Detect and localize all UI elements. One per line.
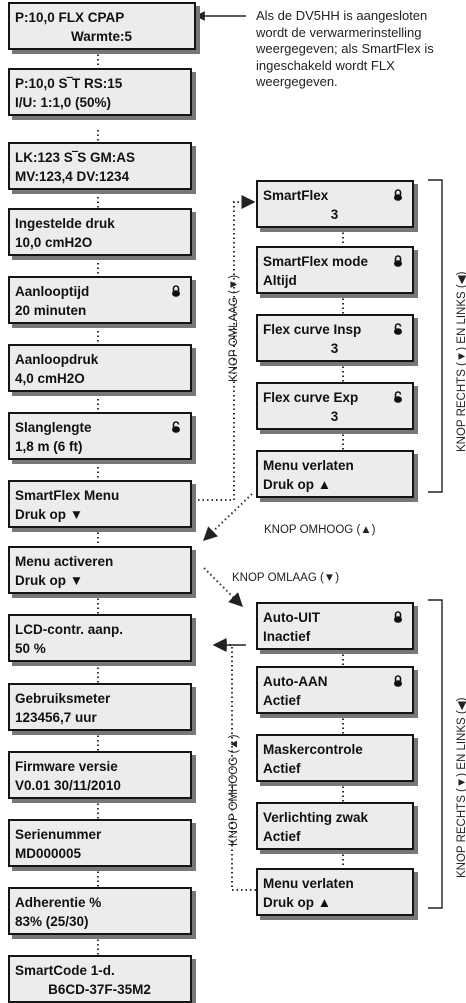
unlock-icon xyxy=(172,421,180,433)
lcd-line-2: MV:123,4 DV:1234 xyxy=(15,169,130,184)
lcd-line-2: B6CD-37F-35M2 xyxy=(48,982,151,997)
settings-screen: Auto-UIT Inactief xyxy=(256,602,414,650)
dotted-connectors xyxy=(97,50,344,955)
lcd-line-2: 4,0 cmH2O xyxy=(15,371,85,386)
lcd-line-1: Maskercontrole xyxy=(263,742,363,757)
lcd-line-1: Ingestelde druk xyxy=(15,216,115,231)
solid-connectors xyxy=(195,11,443,909)
lcd-line-2: 3 xyxy=(330,409,339,424)
lcd-line-2: Actief xyxy=(263,761,301,776)
smartflex-screen: Flex curve Exp 3 xyxy=(256,382,414,430)
lcd-line-2: Druk op ▼ xyxy=(15,507,84,522)
lcd-line-2: Warmte:5 xyxy=(70,29,132,44)
menu-screen: Aanlooptijd 20 minuten xyxy=(8,276,192,324)
knop-rechts-links-vertical-label-1: KNOP RECHTS (▼) EN LINKS (◀) xyxy=(456,271,466,452)
knop-rechts-links-vertical-label-2: KNOP RECHTS (▼) EN LINKS (◀) xyxy=(456,697,466,878)
menu-screen: Slanglengte 1,8 m (6 ft) xyxy=(8,412,192,460)
lock-icon xyxy=(394,255,402,267)
lock-icon xyxy=(394,675,402,687)
lcd-line-2: 3 xyxy=(330,207,339,222)
menu-screen: Ingestelde druk 10,0 cmH2O xyxy=(8,208,192,256)
lcd-line-1: Aanloopdruk xyxy=(15,352,99,367)
unlock-icon xyxy=(394,323,402,335)
lcd-line-1: LCD-contr. aanp. xyxy=(15,622,124,637)
lcd-line-2: 10,0 cmH2O xyxy=(15,235,93,250)
lcd-line-1: Adherentie % xyxy=(15,895,102,910)
menu-screen: LCD-contr. aanp. 50 % xyxy=(8,614,192,662)
lcd-line-2: 50 % xyxy=(15,641,46,656)
lcd-line-1: Gebruiksmeter xyxy=(15,691,111,706)
lcd-line-1: Flex curve Insp xyxy=(263,322,362,337)
lcd-line-2: Inactief xyxy=(263,629,311,644)
lcd-line-2: Druk op ▲ xyxy=(263,477,332,492)
lock-icon xyxy=(394,189,402,201)
lcd-line-1: LK:123 S‾S GM:AS xyxy=(15,150,136,165)
knop-omlaag-label: KNOP OMLAAG (▼) xyxy=(232,572,340,584)
lcd-line-2: Altijd xyxy=(263,273,297,288)
menu-screen: Gebruiksmeter 123456,7 uur xyxy=(8,683,192,731)
lcd-line-1: SmartCode 1-d. xyxy=(15,963,115,978)
lcd-line-2: 20 minuten xyxy=(15,303,87,318)
lcd-line-1: Slanglengte xyxy=(15,420,92,435)
knop-omlaag-vertical-label: KNOP OMLAAG (▼) xyxy=(228,274,240,382)
lcd-line-1: Firmware versie xyxy=(15,759,118,774)
lcd-line-1: SmartFlex Menu xyxy=(15,488,120,503)
unlock-icon xyxy=(394,391,402,403)
lcd-line-1: Verlichting zwak xyxy=(263,810,369,825)
menu-screen: LK:123 S‾S GM:AS MV:123,4 DV:1234 xyxy=(8,142,192,190)
lcd-line-1: Auto-UIT xyxy=(263,610,320,625)
lcd-line-1: P:10,0 FLX CPAP xyxy=(15,10,125,25)
lcd-line-1: Menu activeren xyxy=(15,554,114,569)
lcd-line-2: 3 xyxy=(330,341,339,356)
lcd-line-1: Serienummer xyxy=(15,827,102,842)
lcd-line-1: Flex curve Exp xyxy=(263,390,359,405)
menu-screen: P:10,0 FLX CPAP Warmte:5 xyxy=(8,2,196,50)
lcd-line-2: Druk op ▲ xyxy=(263,895,332,910)
lcd-line-2: I/U: 1:1,0 (50%) xyxy=(15,95,112,110)
lock-icon xyxy=(394,611,402,623)
lcd-line-1: Auto-AAN xyxy=(263,674,328,689)
smartflex-screen: Flex curve Insp 3 xyxy=(256,314,414,362)
lcd-line-1: Menu verlaten xyxy=(263,876,354,891)
lcd-line-1: SmartFlex mode xyxy=(263,254,369,269)
lcd-line-1: Menu verlaten xyxy=(263,458,354,473)
menu-screen: Adherentie % 83% (25/30) xyxy=(8,887,192,935)
heater-note: Als de DV5HH is aangesloten wordt de ver… xyxy=(256,8,434,89)
menu-screen: SmartCode 1-d. B6CD-37F-35M2 xyxy=(8,955,192,1003)
settings-screen: Auto-AAN Actief xyxy=(256,666,414,714)
lock-icon xyxy=(172,285,180,297)
lcd-line-2: MD000005 xyxy=(15,846,82,861)
lcd-line-1: P:10,0 S‾T RS:15 xyxy=(15,76,123,91)
menu-screen: Aanloopdruk 4,0 cmH2O xyxy=(8,344,192,392)
lcd-line-2: 83% (25/30) xyxy=(15,914,89,929)
lcd-line-2: Druk op ▼ xyxy=(15,573,84,588)
lcd-line-2: 123456,7 uur xyxy=(15,710,97,725)
lcd-line-1: SmartFlex xyxy=(263,188,329,203)
lcd-line-2: V0.01 30/11/2010 xyxy=(15,778,121,793)
knop-omhoog-label: KNOP OMHOOG (▲) xyxy=(264,524,376,536)
lcd-line-1: Aanlooptijd xyxy=(15,284,90,299)
knop-omhoog-vertical-label: KNOP OMHOOG (▲) xyxy=(228,734,240,846)
lcd-line-2: Actief xyxy=(263,829,301,844)
lcd-line-2: 1,8 m (6 ft) xyxy=(15,439,83,454)
lcd-line-2: Actief xyxy=(263,693,301,708)
